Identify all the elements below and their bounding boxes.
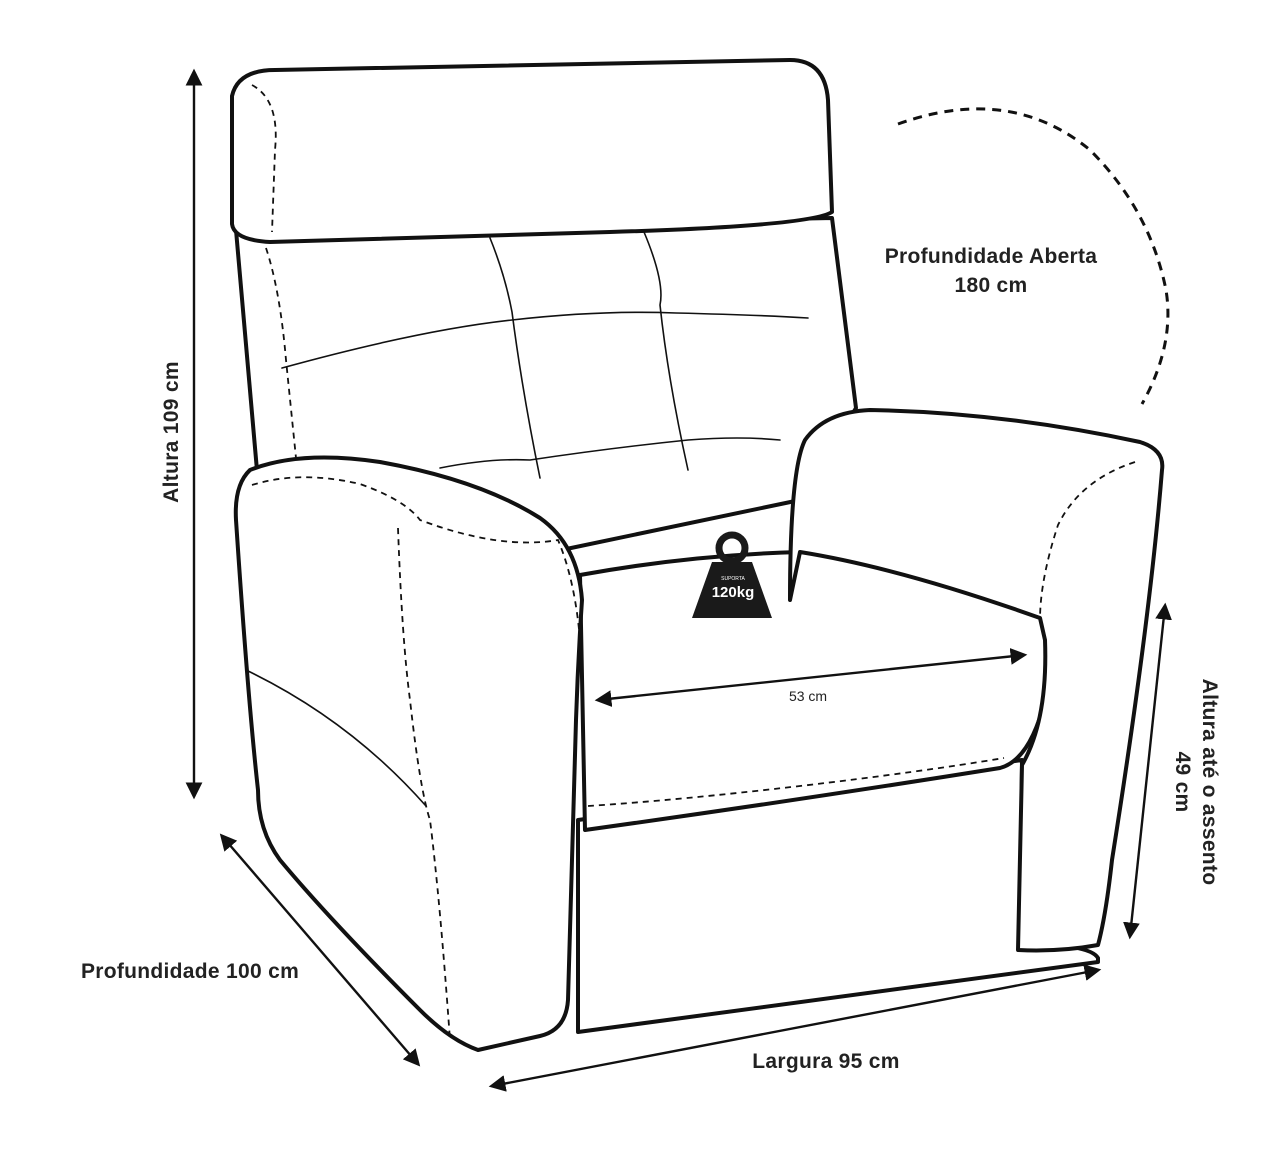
seat-width-label: 53 cm bbox=[789, 688, 827, 704]
seat-height-label-line1: Altura até o assento bbox=[1198, 679, 1221, 886]
armchair-drawing bbox=[230, 58, 1165, 1052]
weight-icon bbox=[692, 562, 772, 618]
headrest bbox=[230, 58, 834, 244]
width-arrow bbox=[488, 964, 1102, 1092]
seat-height-label-line2: 49 cm bbox=[1171, 751, 1194, 812]
depth-arrow bbox=[219, 833, 421, 1067]
weight-ring-icon bbox=[715, 531, 749, 565]
depth-label: Profundidade 100 cm bbox=[81, 960, 299, 983]
weight-badge: SUPORTA 120kg bbox=[692, 531, 772, 618]
height-label: Altura 109 cm bbox=[160, 361, 183, 503]
width-label: Largura 95 cm bbox=[752, 1050, 899, 1073]
seat-width-arrow bbox=[594, 648, 1028, 707]
dimension-lines bbox=[185, 68, 1172, 1092]
open-depth-label-line2: 180 cm bbox=[954, 274, 1027, 297]
dimension-labels: Altura 109 cm Profundidade Aberta 180 cm… bbox=[81, 245, 1221, 1073]
weight-badge-value: 120kg bbox=[712, 584, 755, 601]
tufting-lines bbox=[281, 231, 809, 479]
open-depth-label-line1: Profundidade Aberta bbox=[885, 245, 1098, 268]
weight-badge-small-text: SUPORTA bbox=[721, 576, 745, 582]
seat-height-arrow bbox=[1123, 602, 1172, 940]
